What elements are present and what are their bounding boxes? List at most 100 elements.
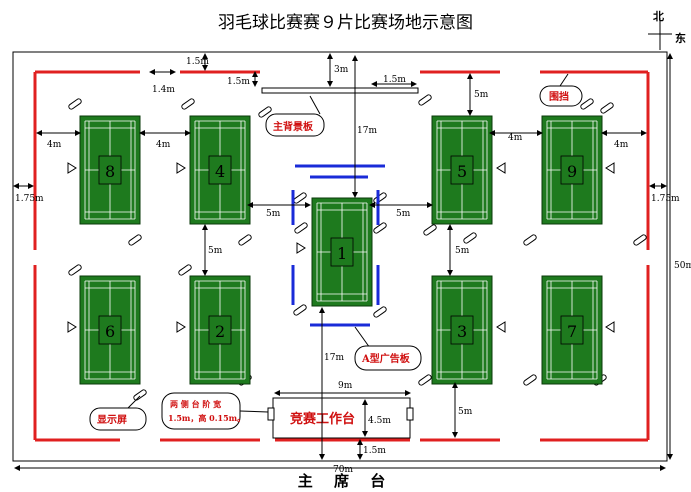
chair-marker <box>294 222 308 234</box>
chair-marker <box>373 306 387 318</box>
dim-side-left: 1.75m <box>15 194 44 204</box>
dim-top-gap-left: 1.5m <box>186 57 209 67</box>
chair-marker <box>523 374 537 386</box>
chair-marker <box>633 234 647 246</box>
callout-side-platform-line2: 1.5m，高 0.15m。 <box>168 413 245 423</box>
callout-screen: 显示屏 <box>89 395 147 431</box>
main-stage-label: 主 席 台 <box>297 472 394 490</box>
dim-top-gap-right: 1.5m <box>383 75 406 85</box>
dim-row-gap-right: 5m <box>455 246 470 256</box>
chair-marker <box>600 102 614 114</box>
chair-marker <box>463 232 477 244</box>
umpire-marker <box>176 162 186 174</box>
chair-marker <box>293 304 307 316</box>
chair-marker <box>181 98 195 110</box>
compass-north-label: 北 <box>653 9 664 23</box>
dim-center-left: 5m <box>266 209 281 219</box>
umpire-marker <box>605 162 615 174</box>
court: 8 <box>79 115 141 225</box>
chair-marker <box>418 94 432 106</box>
dim-backboard-gap: 1.5m <box>227 77 250 87</box>
dim-fence-gap: 1.4m <box>152 85 175 95</box>
dim-center-right: 5m <box>396 209 411 219</box>
umpire-markers <box>67 162 615 333</box>
dim-gap-right-top: 5m <box>474 90 489 100</box>
court-number: 2 <box>215 322 225 341</box>
compass-east-label: 东 <box>675 31 686 45</box>
umpire-marker <box>605 321 615 333</box>
court: 2 <box>189 275 251 385</box>
dim-table-width: 9m <box>338 381 353 391</box>
court: 7 <box>541 275 603 385</box>
court: 9 <box>541 115 603 225</box>
dim-court-gap-h4: 4m <box>614 140 629 150</box>
dimension-labels: 70m 50m 17m 17m 3m 1.5m 1.4m 1.5m 1.5m 4… <box>15 57 691 475</box>
callout-screen-label: 显示屏 <box>97 414 127 426</box>
court-number: 9 <box>567 162 577 181</box>
dim-bottom-gap: 5m <box>458 407 473 417</box>
chair-marker <box>128 234 142 246</box>
callouts: 主背景板 围挡 A型广告板 显示屏 两 侧 台 阶 宽 1.5m <box>89 73 583 431</box>
competition-table: 竞赛工作台 <box>267 397 414 439</box>
fence <box>33 70 650 442</box>
callout-a-board: A型广告板 <box>354 326 422 371</box>
court: 3 <box>431 275 493 385</box>
dim-center-top: 17m <box>357 126 377 136</box>
chair-marker <box>373 222 387 234</box>
dim-court-gap-h2: 4m <box>156 140 171 150</box>
chair-marker <box>133 389 147 401</box>
callout-fence-label: 围挡 <box>549 90 569 103</box>
umpire-marker <box>496 162 506 174</box>
umpire-marker <box>176 321 186 333</box>
chair-markers <box>68 94 647 401</box>
chair-marker <box>418 374 432 386</box>
chair-marker <box>373 192 387 204</box>
court-number: 3 <box>457 322 467 341</box>
callout-a-board-label: A型广告板 <box>361 352 411 365</box>
dim-table-height: 4.5m <box>368 416 391 426</box>
court: 5 <box>431 115 493 225</box>
umpire-marker <box>296 242 306 254</box>
dim-court-to-top: 3m <box>334 65 349 75</box>
callout-fence: 围挡 <box>539 73 583 107</box>
main-backboard <box>261 87 419 94</box>
court-number: 4 <box>215 162 225 181</box>
chair-marker <box>523 234 537 246</box>
chair-marker <box>238 234 252 246</box>
court: 6 <box>79 275 141 385</box>
callout-backboard-label: 主背景板 <box>273 120 314 133</box>
dim-side-right: 1.75m <box>651 194 680 204</box>
dim-center-bottom: 17m <box>324 353 344 363</box>
dim-court-gap-h3: 4m <box>508 133 523 143</box>
dim-court-gap-h1: 4m <box>47 140 62 150</box>
dim-table-bottom-gap: 1.5m <box>363 446 386 456</box>
umpire-marker <box>496 321 506 333</box>
callout-side-platform-line1: 两 侧 台 阶 宽 <box>170 399 221 409</box>
a-boards <box>291 164 385 327</box>
dimension-lines <box>13 53 673 471</box>
chair-marker <box>178 264 192 276</box>
compass: 北 东 <box>648 9 686 50</box>
diagram-title: 羽毛球比赛赛９片比赛场地示意图 <box>218 13 473 33</box>
chair-marker <box>423 224 437 236</box>
court-number: 8 <box>105 162 115 181</box>
chair-marker <box>293 192 307 204</box>
court-number: 6 <box>105 322 115 341</box>
umpire-marker <box>67 321 77 333</box>
dim-height-total: 50m <box>674 261 691 271</box>
courts: 8 4 1 5 9 6 2 3 7 <box>79 115 603 385</box>
chair-marker <box>580 98 594 110</box>
callout-backboard: 主背景板 <box>265 95 325 137</box>
court-number: 7 <box>567 322 577 341</box>
competition-table-label: 竞赛工作台 <box>290 411 355 427</box>
dim-width-total: 70m <box>333 465 353 475</box>
dim-row-gap-left: 5m <box>208 246 223 256</box>
callout-side-platform: 两 侧 台 阶 宽 1.5m，高 0.15m。 <box>161 392 269 430</box>
court: 1 <box>311 197 373 307</box>
court-number: 1 <box>337 244 347 263</box>
court-number: 5 <box>457 162 467 181</box>
umpire-marker <box>67 162 77 174</box>
chair-marker <box>258 106 272 118</box>
